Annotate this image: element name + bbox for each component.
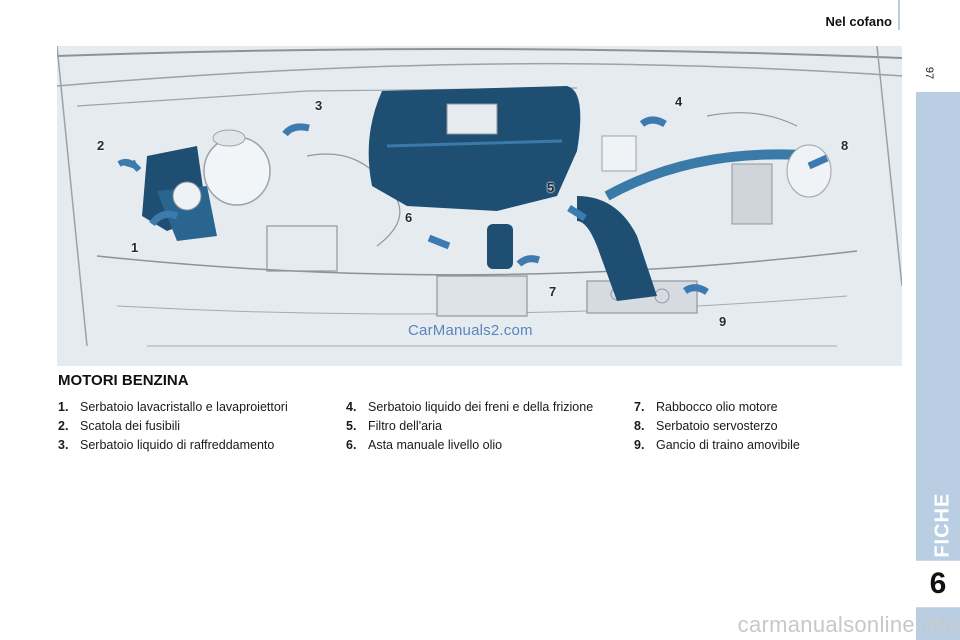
legend-number: 8. — [634, 419, 645, 433]
callout-2: 2 — [97, 138, 105, 153]
legend-item: 8. Serbatoio servosterzo — [634, 418, 874, 435]
legend-item: 5. Filtro dell'aria — [346, 418, 606, 435]
page-header-title: Nel cofano — [825, 14, 892, 29]
legend-item: 9. Gancio di traino amovibile — [634, 437, 874, 454]
chapter-number-box: 6 — [916, 560, 960, 608]
legend-item: 1. Serbatoio lavacristallo e lavaproiett… — [58, 399, 328, 416]
legend-text: Rabbocco olio motore — [656, 400, 778, 414]
legend-item: 6. Asta manuale livello olio — [346, 437, 606, 454]
legend-column-1: 1. Serbatoio lavacristallo e lavaproiett… — [58, 399, 328, 456]
legend-text: Scatola dei fusibili — [80, 419, 181, 433]
legend-number: 3. — [58, 438, 69, 452]
legend-text: Serbatoio liquido dei freni e della friz… — [368, 400, 594, 414]
callout-8: 8 — [841, 138, 849, 153]
page-number: 97 — [923, 66, 935, 80]
legend-item: 3. Serbatoio liquido di raffreddamento — [58, 437, 328, 454]
legend-item: 2. Scatola dei fusibili — [58, 418, 328, 435]
footer-watermark: carmanualsonline.info — [737, 612, 958, 637]
callout-7: 7 — [549, 284, 557, 299]
callout-9: 9 — [719, 314, 727, 329]
legend-item: 7. Rabbocco olio motore — [634, 399, 874, 416]
legend-number: 6. — [346, 438, 357, 452]
legend-number: 1. — [58, 400, 69, 414]
legend-text: Asta manuale livello olio — [368, 438, 503, 452]
legend-text: Serbatoio lavacristallo e lavaproiettori — [80, 400, 288, 414]
callout-3: 3 — [315, 98, 323, 113]
callout-1: 1 — [131, 240, 139, 255]
engine-bay-illustration: 1 2 3 4 5 6 7 8 9 — [57, 46, 902, 366]
legend-text: Serbatoio liquido di raffreddamento — [80, 438, 275, 452]
legend-column-3: 7. Rabbocco olio motore 8. Serbatoio ser… — [634, 399, 874, 456]
legend-text: Serbatoio servosterzo — [656, 419, 778, 433]
callout-4: 4 — [675, 94, 683, 109]
legend-number: 9. — [634, 438, 645, 452]
engine-bay-drawing — [57, 46, 902, 366]
callout-5: 5 — [547, 180, 555, 195]
legend-number: 5. — [346, 419, 357, 433]
legend-text: Filtro dell'aria — [368, 419, 442, 433]
section-title: MOTORI BENZINA — [58, 372, 189, 389]
chapter-number: 6 — [929, 567, 947, 600]
legend-item: 4. Serbatoio liquido dei freni e della f… — [346, 399, 606, 416]
chapter-sidebar — [916, 92, 960, 640]
header-divider — [898, 0, 900, 30]
legend-number: 4. — [346, 400, 357, 414]
legend-number: 2. — [58, 419, 69, 433]
legend-number: 7. — [634, 400, 645, 414]
illustration-watermark: CarManuals2.com — [408, 322, 533, 339]
callout-6: 6 — [405, 210, 413, 225]
legend-text: Gancio di traino amovibile — [656, 438, 800, 452]
legend-column-2: 4. Serbatoio liquido dei freni e della f… — [346, 399, 606, 456]
